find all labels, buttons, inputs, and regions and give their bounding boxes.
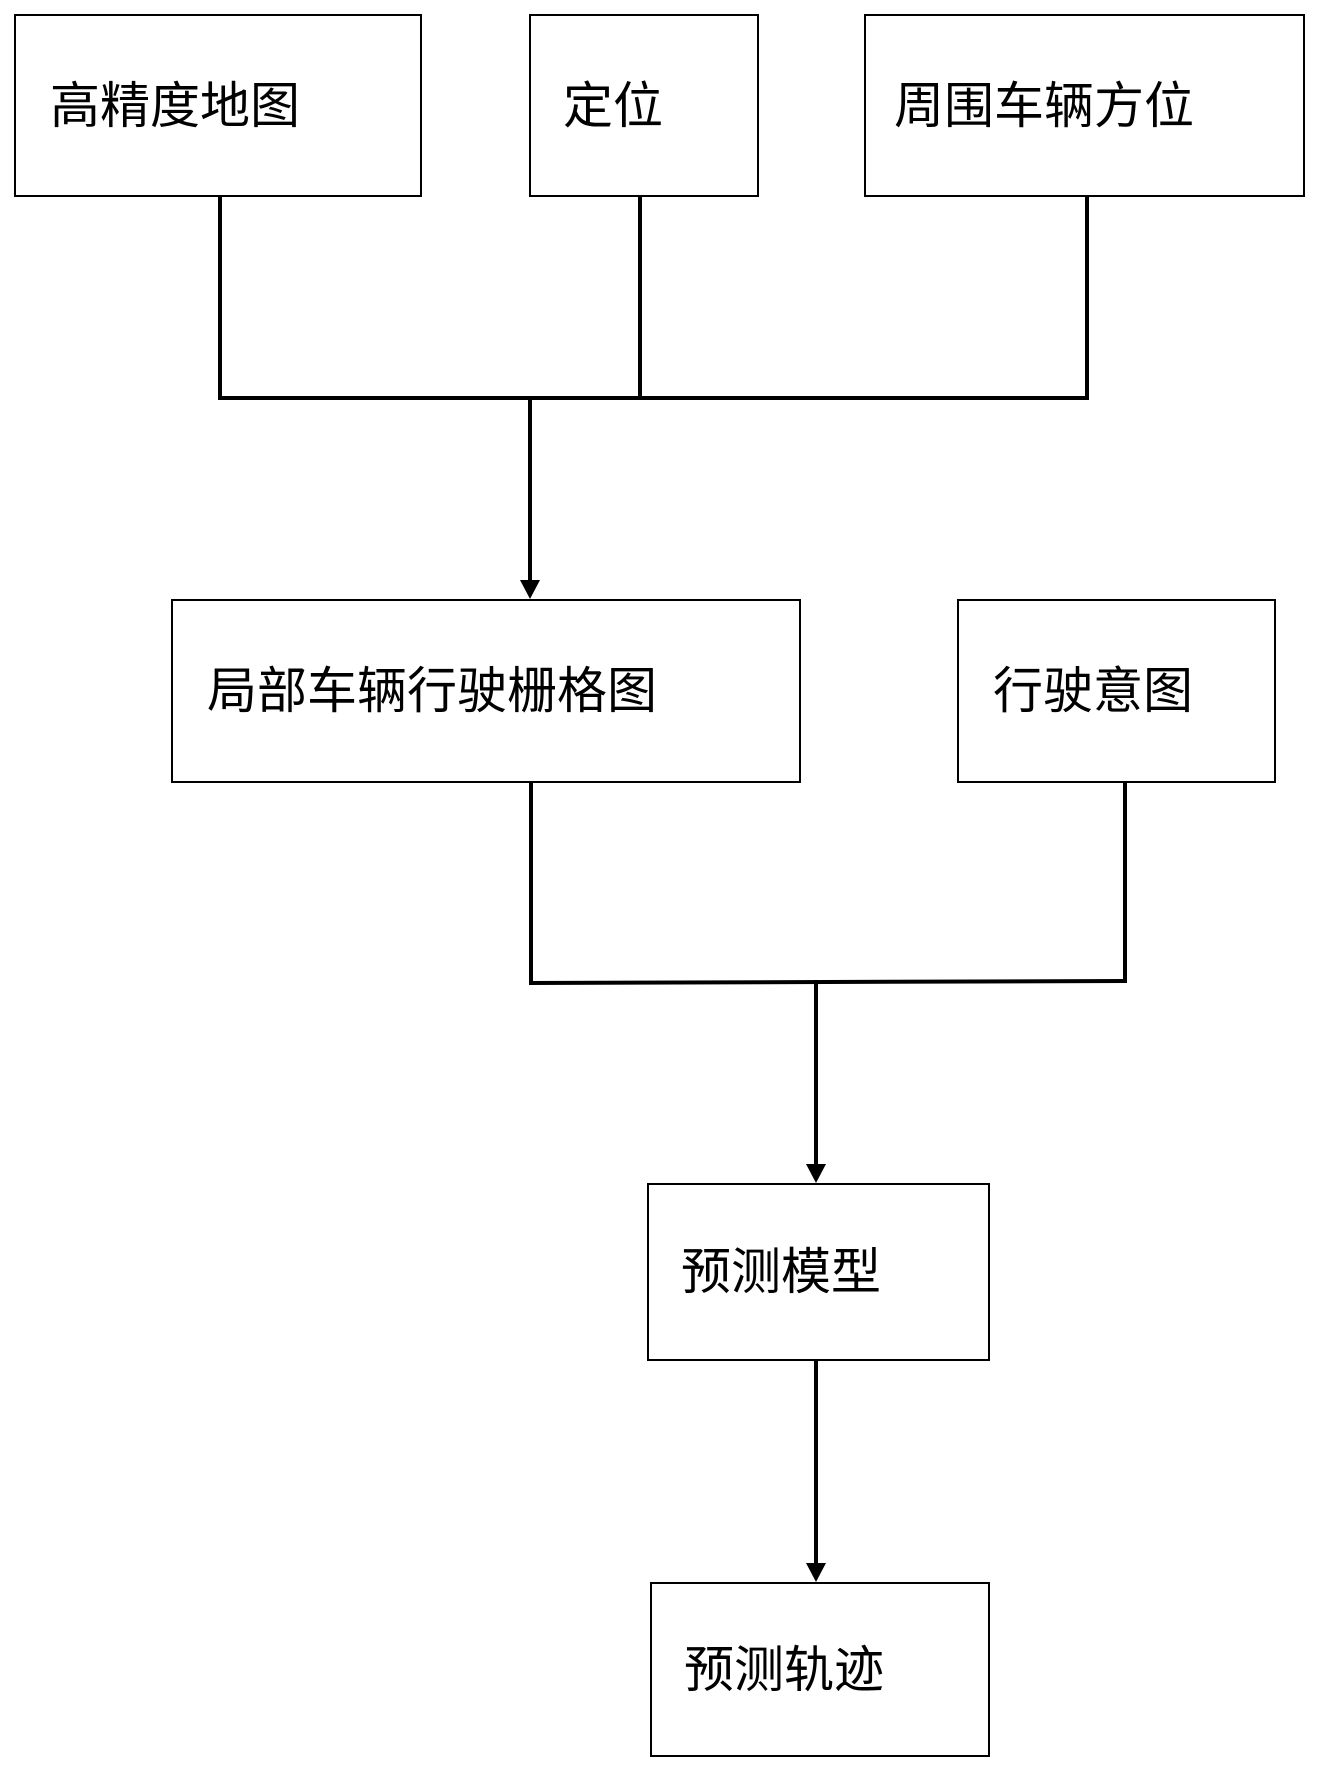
positioning-label: 定位 [563, 76, 663, 135]
arrowhead-to-grid-map [520, 580, 540, 599]
hd-map-label: 高精度地图 [50, 76, 300, 135]
local-grid-map-label: 局部车辆行驶栅格图 [207, 662, 657, 720]
predicted-trajectory-node: 预测轨迹 [650, 1582, 990, 1757]
surrounding-vehicles-node: 周围车辆方位 [864, 14, 1305, 197]
arrowhead-to-trajectory [806, 1563, 826, 1582]
arrowhead-to-model [806, 1164, 826, 1183]
hd-map-node: 高精度地图 [14, 14, 422, 197]
prediction-model-node: 预测模型 [647, 1183, 990, 1361]
local-grid-map-node: 局部车辆行驶栅格图 [171, 599, 801, 783]
surrounding-vehicles-label: 周围车辆方位 [894, 76, 1194, 135]
driving-intent-node: 行驶意图 [957, 599, 1276, 783]
positioning-node: 定位 [529, 14, 759, 197]
connector-middle-merge [528, 978, 1128, 986]
driving-intent-label: 行驶意图 [993, 662, 1193, 720]
prediction-model-label: 预测模型 [681, 1243, 881, 1301]
predicted-trajectory-label: 预测轨迹 [684, 1640, 884, 1699]
